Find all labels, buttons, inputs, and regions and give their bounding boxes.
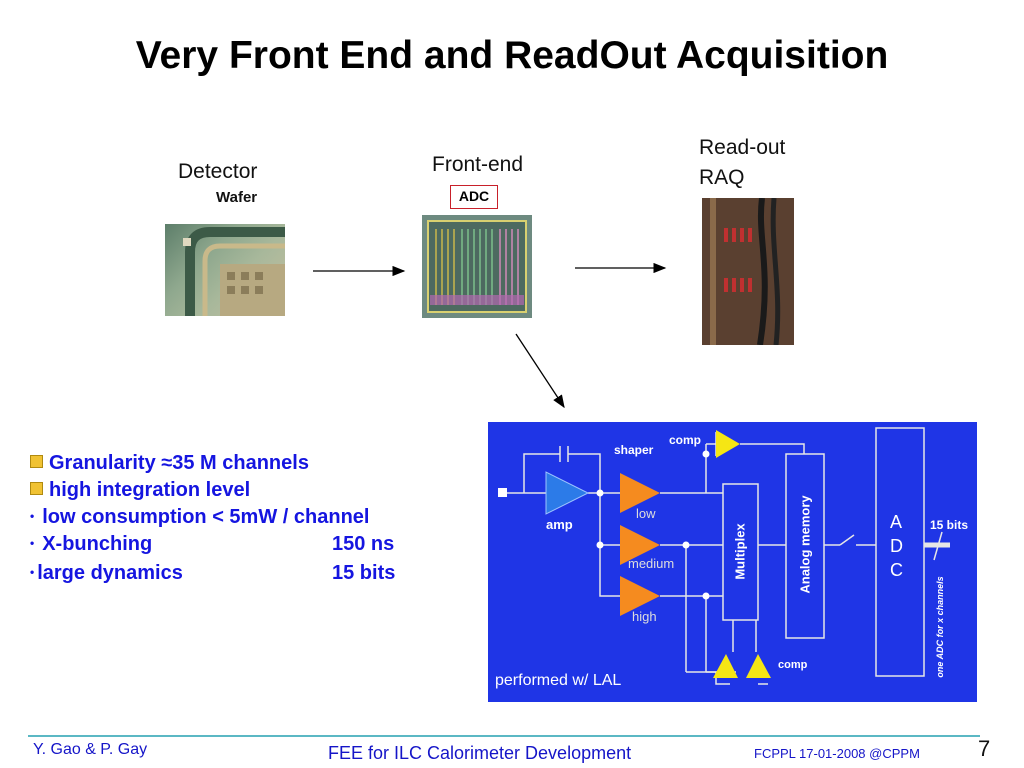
multiplex-label: Multiplex [732, 523, 748, 580]
square-bullet-icon [30, 482, 43, 495]
shaper-label: shaper [614, 443, 654, 457]
adc-note-label: one ADC for x channels [935, 576, 945, 678]
footer-authors: Y. Gao & P. Gay [33, 741, 148, 758]
high-label: high [632, 609, 657, 624]
dot-bullet-icon: • [30, 536, 35, 550]
list-item: •X-bunching [30, 533, 153, 555]
dot-bullet-icon: • [30, 565, 35, 579]
list-item: •low consumption < 5mW / channel [30, 506, 370, 528]
list-item-value: 150 ns [332, 533, 395, 555]
list-item: Granularity ≈35 M channels [30, 452, 309, 475]
adc-letter: C [890, 560, 903, 580]
readout-label-line1: Read-out [699, 136, 786, 159]
medium-label: medium [628, 556, 675, 571]
frontend-chip-image [422, 215, 532, 318]
adc-box-label: ADC [450, 185, 498, 209]
footer-title: FEE for ILC Calorimeter Development [328, 743, 632, 763]
comp-top-label: comp [669, 433, 702, 447]
frontend-label: Front-end [432, 153, 524, 176]
list-item: high integration level [30, 479, 250, 502]
wafer-label: Wafer [216, 189, 258, 206]
adc-letter: A [890, 512, 903, 532]
detector-label: Detector [178, 160, 258, 183]
low-label: low [636, 506, 656, 521]
slide-title: Very Front End and ReadOut Acquisition [135, 34, 889, 77]
readout-crate-image [702, 198, 794, 345]
footer-date: FCPPL 17-01-2008 @CPPM [754, 746, 920, 761]
wafer-image [165, 224, 285, 316]
analog-memory-label: Analog memory [797, 495, 813, 594]
adc-letter: D [890, 536, 903, 556]
list-item: •large dynamics [30, 562, 183, 584]
readout-label-line2: RAQ [699, 166, 745, 189]
credit-label: performed w/ LAL [495, 672, 622, 689]
square-bullet-icon [30, 455, 43, 468]
comp-bottom-label: comp [778, 659, 808, 671]
dot-bullet-icon: • [30, 509, 35, 523]
list-item-value: 15 bits [332, 562, 396, 584]
circuit-diagram: shaper comp amp low medium high Multiple… [488, 422, 977, 702]
credit-cut-label: ...PNHP [510, 702, 570, 706]
amp-label: amp [546, 517, 573, 532]
page-number: 7 [978, 736, 991, 761]
bits-label: 15 bits [930, 518, 969, 532]
footer-divider [28, 735, 980, 737]
